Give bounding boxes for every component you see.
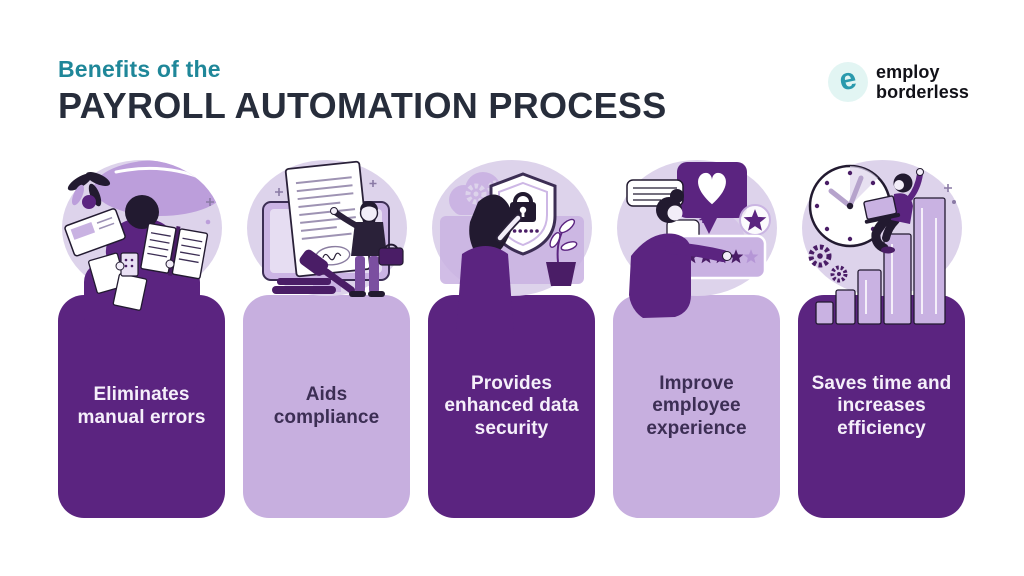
header-titles: Benefits of the PAYROLL AUTOMATION PROCE… xyxy=(58,56,667,127)
monitor-icon xyxy=(262,201,390,292)
benefit-card-3: Provides enhanced data security xyxy=(428,295,595,518)
benefit-column-1: Eliminates manual errors xyxy=(58,160,225,518)
benefit-label-1: Eliminates manual errors xyxy=(77,384,206,428)
benefit-card-1: Eliminates manual errors xyxy=(58,295,225,518)
benefit-card-4: Improve employee experience xyxy=(613,295,780,518)
brand-line1: employ xyxy=(876,62,940,82)
brand-logo: e employ borderless xyxy=(828,62,969,102)
open-book-icon xyxy=(140,222,209,280)
benefit-column-5: Saves time and increases efficiency xyxy=(798,160,965,518)
gavel-icon xyxy=(272,249,356,294)
cloud-gears-icon xyxy=(449,172,514,215)
chat-bubble-icon xyxy=(626,179,684,207)
benefit-column-3: Provides enhanced data security xyxy=(428,160,595,518)
benefit-column-2: Aids compliance xyxy=(243,160,410,518)
calculator-icon xyxy=(120,252,139,277)
benefit-label-3: Provides enhanced data security xyxy=(444,372,579,439)
benefits-row: Eliminates manual errors xyxy=(58,160,965,518)
security-shield-icon xyxy=(489,172,557,256)
gears-icon xyxy=(808,244,848,283)
star-badge-icon xyxy=(739,204,771,236)
plant-icon xyxy=(546,218,578,286)
employ-borderless-e-icon: e xyxy=(828,62,868,102)
briefcase-icon xyxy=(378,243,404,266)
document-icon xyxy=(284,160,371,278)
brand-name: employ borderless xyxy=(876,62,969,102)
benefit-column-4: Improve employee experience xyxy=(613,160,780,518)
clock-icon xyxy=(808,164,892,248)
page-title: PAYROLL AUTOMATION PROCESS xyxy=(58,85,667,126)
person-head xyxy=(125,195,159,229)
benefit-label-5: Saves time and increases efficiency xyxy=(811,372,952,439)
small-bubble-icon xyxy=(666,219,700,241)
page-subtitle: Benefits of the xyxy=(58,56,221,82)
rating-panel-icon xyxy=(675,234,767,280)
brand-line2: borderless xyxy=(876,82,970,102)
monitor-screen xyxy=(440,216,584,284)
plant-icon xyxy=(67,172,111,209)
benefit-card-2: Aids compliance xyxy=(243,295,410,518)
man-with-laptop xyxy=(863,168,924,254)
benefit-label-4: Improve employee experience xyxy=(646,372,747,439)
laptop-icon xyxy=(863,195,901,224)
benefit-label-2: Aids compliance xyxy=(273,384,380,428)
heart-bubble-icon xyxy=(677,162,747,234)
benefit-card-5: Saves time and increases efficiency xyxy=(798,295,965,518)
businessman xyxy=(330,201,404,297)
laptop-icon xyxy=(64,208,126,257)
